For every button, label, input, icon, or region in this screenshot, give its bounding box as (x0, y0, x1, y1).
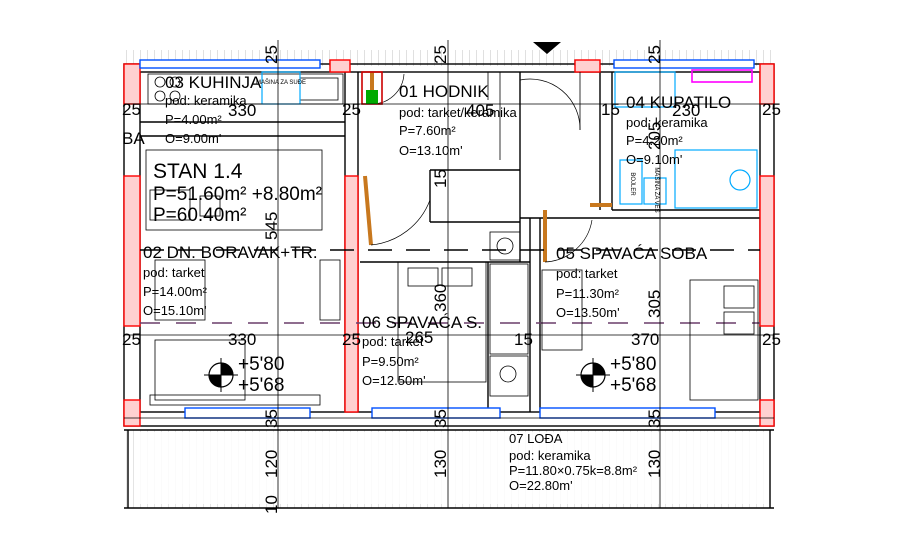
loggia-white (135, 432, 765, 504)
room-04-name: 04 KUPATILO (626, 93, 731, 112)
room-07-perimeter: O=22.80m' (509, 478, 573, 493)
room-03-area: P=4.00m² (165, 112, 222, 127)
entrance-arrow-icon (533, 42, 561, 54)
boiler-label: BOJLER (629, 172, 635, 196)
dim-35-c: 35 (645, 409, 664, 428)
room-01-name: 01 HODNIK (399, 82, 489, 101)
apartment-area-net: P=51.60m² +8.80m² (153, 184, 322, 205)
room-07-name: 07 LOĐA (509, 431, 563, 446)
dim-top-25-a: 25 (262, 45, 281, 64)
room-05-name: 05 SPAVAĆA SOBA (556, 244, 708, 263)
level-left-top: +5'80 (238, 354, 284, 375)
room-01-perimeter: O=13.10m' (399, 143, 463, 158)
apartment-area-total: P=60.40m² (153, 205, 246, 226)
dim-360: 360 (431, 284, 450, 312)
dim-130-a: 130 (431, 450, 450, 478)
dim-330-top: 330 (228, 101, 256, 120)
hall-lines (487, 72, 581, 160)
dim-405: 405 (466, 101, 494, 120)
room-06-floor: pod: tarket (362, 334, 424, 349)
room-02-area: P=14.00m² (143, 284, 208, 299)
room-06-name: 06 SPAVAĆA S. (362, 313, 482, 332)
room-04-area: P=4.20m² (626, 133, 683, 148)
dim-left-25-a: 25 (122, 100, 141, 119)
dim-35-b: 35 (431, 409, 450, 428)
room-04-perimeter: O=9.10m' (626, 152, 682, 167)
dim-130-b: 130 (645, 450, 664, 478)
dim-120: 120 (262, 450, 281, 478)
dim-ba-fragment: BA (122, 129, 145, 148)
bath-mirror (691, 69, 753, 83)
room-06-area: P=9.50m² (362, 354, 419, 369)
dim-right-25-a: 25 (762, 100, 781, 119)
room-05-perimeter: O=13.50m' (556, 305, 620, 320)
dim-370: 370 (631, 330, 659, 349)
dim-10: 10 (262, 495, 281, 514)
dishwasher-box (261, 71, 301, 105)
dim-205: 205 (645, 122, 664, 150)
room-01-floor: pod: tarket/keramika (399, 105, 518, 120)
level-left-bottom: +5'68 (238, 375, 284, 396)
dim-top-25-b: 25 (431, 45, 450, 64)
apartment-name: STAN 1.4 (153, 160, 243, 183)
room-04-floor: pod: keramika (626, 115, 708, 130)
room-02-floor: pod: tarket (143, 265, 205, 280)
furniture (145, 149, 759, 406)
red-walls (123, 59, 775, 427)
meter-box-inner (366, 90, 378, 104)
washer2-label: MAŠINA ZA VEŠ (653, 167, 660, 212)
dim-top-25-c: 25 (645, 45, 664, 64)
dim-mid-25-b: 25 (342, 330, 361, 349)
room-01-area: P=7.60m² (399, 123, 456, 138)
dim-265: 265 (405, 328, 433, 347)
bathroom-fixtures (614, 71, 758, 209)
dim-330-bottom: 330 (228, 330, 256, 349)
room-03-floor: pod: keramika (165, 93, 247, 108)
room-03-perimeter: O=9.00m' (165, 131, 221, 146)
dim-mid-25-a: 25 (342, 100, 361, 119)
level-marker-right-icon (576, 358, 610, 392)
room-06-perimeter: O=12.50m' (362, 373, 426, 388)
room-05-floor: pod: tarket (556, 266, 618, 281)
room-02-perimeter: O=15.10m' (143, 303, 207, 318)
room-07-floor: pod: keramika (509, 448, 591, 463)
dishwasher-label: MAŠINA ZA SUĐE (256, 79, 306, 86)
dim-305: 305 (645, 290, 664, 318)
dim-35-a: 35 (262, 409, 281, 428)
dim-15-hall: 15 (431, 169, 450, 188)
dim-545: 545 (262, 212, 281, 240)
room-03-name: 03 KUHINJA (165, 73, 262, 92)
level-marker-left-icon (204, 358, 238, 392)
dim-right-25-b: 25 (762, 330, 781, 349)
dim-15-mid: 15 (514, 330, 533, 349)
room-07-area: P=11.80×0.75k=8.8m² (509, 463, 638, 478)
room-05-area: P=11.30m² (556, 286, 620, 301)
level-right-top: +5'80 (610, 354, 656, 375)
dim-left-25-b: 25 (122, 330, 141, 349)
dim-230: 230 (672, 101, 700, 120)
dimension-lines (124, 40, 774, 508)
room-02-name: 02 DN. BORAVAK+TR. (143, 243, 318, 262)
dim-15-top: 15 (601, 100, 620, 119)
level-right-bottom: +5'68 (610, 375, 656, 396)
